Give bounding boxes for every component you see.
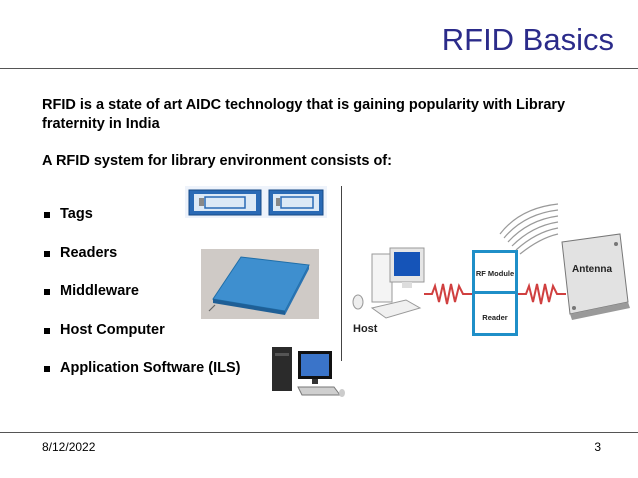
rfid-diagram: Host RF Module Reader Antenna xyxy=(352,203,630,336)
signal-wave-icon xyxy=(518,282,566,305)
rf-module-label: RF Module xyxy=(476,269,514,278)
bullet-icon xyxy=(44,327,50,334)
reader-module-box xyxy=(472,250,518,336)
bullet-icon xyxy=(44,366,50,372)
page-number: 3 xyxy=(594,440,601,454)
radio-wave-arcs xyxy=(499,203,559,255)
slide-title: RFID Basics xyxy=(441,22,614,57)
intro-text: RFID is a state of art AIDC technology t… xyxy=(42,97,566,132)
footer-rule xyxy=(0,432,638,433)
bullet-icon xyxy=(44,289,50,295)
rfid-tag-image xyxy=(185,186,327,218)
footer-date: 8/12/2022 xyxy=(42,440,96,454)
title-rule xyxy=(0,68,638,69)
reader-device-image xyxy=(201,249,319,319)
divider-line xyxy=(341,186,342,361)
signal-wave-icon xyxy=(424,282,472,305)
bullet-icon xyxy=(44,212,50,218)
list-item: Application Software (ILS) xyxy=(42,360,240,399)
host-computer-image xyxy=(352,247,425,319)
component-list: Tags Readers Middleware Host Computer Ap… xyxy=(42,206,240,399)
consists-heading: A RFID system for library environment co… xyxy=(42,153,392,169)
host-label: Host xyxy=(353,323,378,335)
list-item: Tags xyxy=(42,206,240,245)
reader-label: Reader xyxy=(482,313,508,322)
bullet-icon xyxy=(44,250,50,257)
list-item: Host Computer xyxy=(42,322,240,361)
antenna-label: Antenna xyxy=(572,264,612,275)
antenna-image xyxy=(561,233,630,320)
computer-image xyxy=(272,347,345,397)
list-item: Readers xyxy=(42,245,240,284)
list-item: Middleware xyxy=(42,283,240,322)
